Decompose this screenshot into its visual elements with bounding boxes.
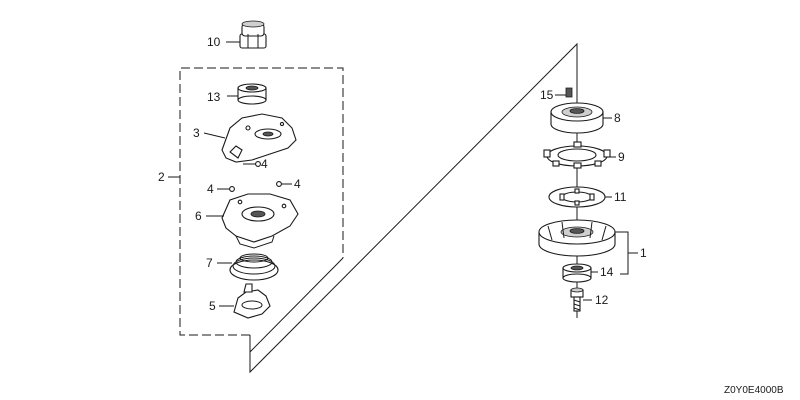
callout-4a: 4 [261, 157, 268, 171]
part-7-spring [229, 253, 279, 281]
part-6-lower-plate [221, 193, 299, 249]
part-8-pulley [550, 102, 604, 134]
part-1-drum [538, 219, 616, 257]
divider-lines [249, 42, 578, 374]
callout-8: 8 [614, 111, 621, 125]
callout-15: 15 [540, 88, 554, 102]
divider-connector [249, 257, 344, 353]
callout-1: 1 [640, 246, 647, 260]
callout-7: 7 [206, 256, 213, 270]
part-12-bolt [570, 287, 584, 312]
part-15-key [565, 87, 573, 98]
callout-9: 9 [618, 150, 625, 164]
part-5-ratchet [233, 283, 271, 319]
callout-4c: 4 [294, 177, 301, 191]
callout-10: 10 [207, 35, 221, 49]
callout-6: 6 [195, 209, 202, 223]
callout-2: 2 [158, 170, 165, 184]
callout-12: 12 [595, 293, 609, 307]
callout-11: 11 [614, 190, 627, 204]
callout-5: 5 [209, 299, 216, 313]
callout-4b: 4 [207, 182, 214, 196]
callout-14: 14 [600, 265, 614, 279]
leader-3 [203, 132, 226, 139]
callout-3: 3 [193, 126, 200, 140]
part-4-ball-b [229, 186, 235, 192]
part-11-friction-plate [548, 186, 606, 208]
drawing-code: Z0Y0E4000B [724, 385, 784, 396]
bracket-1 [615, 231, 629, 275]
part-14-bearing [562, 263, 592, 283]
part-9-notched-ring [543, 141, 611, 169]
assembly-bracket-left [179, 67, 344, 336]
part-4-ball-a [255, 161, 261, 167]
part-4-ball-c [276, 181, 282, 187]
part-3-upper-plate [221, 113, 297, 163]
part-10-cap-nut [239, 20, 267, 49]
part-13-bearing [237, 83, 267, 105]
callout-13: 13 [207, 90, 221, 104]
